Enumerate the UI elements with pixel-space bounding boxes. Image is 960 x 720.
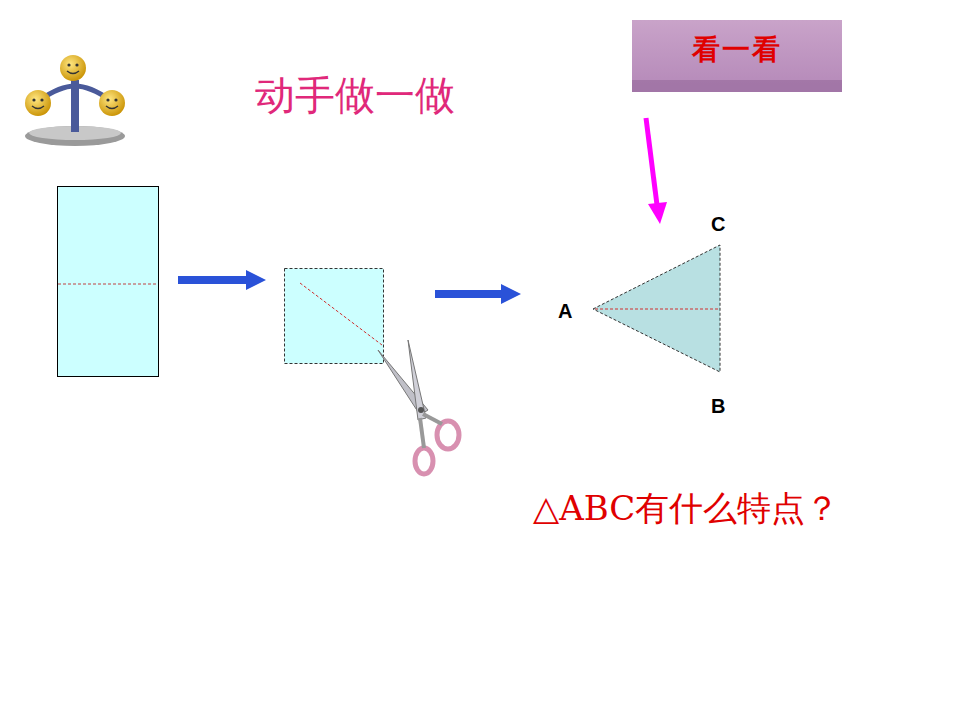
folded-square: [285, 269, 384, 364]
step-arrow: [178, 270, 266, 290]
button-box: 看一看: [632, 20, 842, 80]
fold-line: [595, 309, 720, 310]
vertex-label: A: [558, 299, 572, 323]
cut-line: [300, 283, 382, 345]
fold-line: [58, 284, 158, 285]
paper-rectangle: [58, 187, 159, 377]
people-icon: [25, 55, 125, 146]
scissors: [378, 340, 459, 474]
triangle-abc: [593, 245, 720, 372]
step-arrow: [435, 284, 521, 304]
button-face: [632, 20, 842, 92]
button-label: 看一看: [692, 31, 782, 69]
button-edge: [632, 80, 842, 92]
title: 动手做一做: [255, 70, 455, 120]
vertex-label: C: [711, 212, 725, 236]
question: △ABC有什么特点？: [533, 488, 839, 529]
vertex-label: B: [711, 394, 725, 418]
pointer-arrow: [646, 118, 667, 224]
